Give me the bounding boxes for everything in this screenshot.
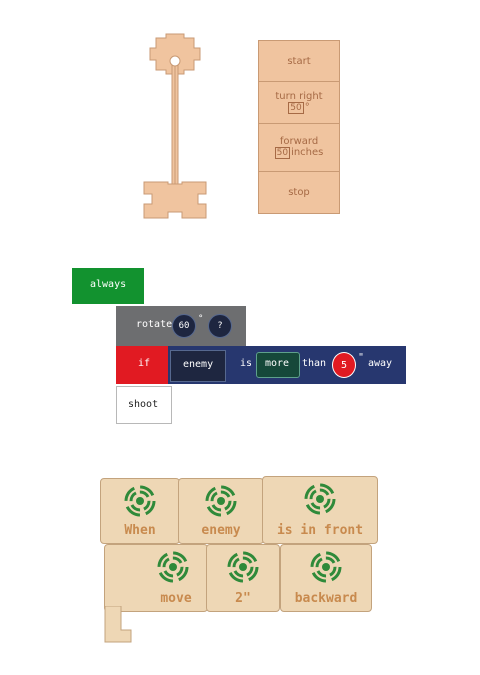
tile-label: is in front — [276, 523, 364, 538]
tile-2-inches[interactable]: 2" — [206, 544, 280, 612]
away-label: away — [368, 358, 393, 369]
comparison-dropdown[interactable]: more — [256, 352, 300, 378]
inch-unit: " — [358, 352, 365, 363]
sensor-icon — [157, 551, 189, 583]
distance-value[interactable]: 5 — [332, 352, 356, 378]
rotate-angle-value[interactable]: 60 — [172, 314, 196, 338]
than-label: than — [302, 358, 327, 369]
shoot-block[interactable]: shoot — [116, 386, 172, 424]
tile-label: move — [160, 591, 192, 606]
enemy-label: enemy — [183, 359, 214, 370]
wood-block-start: start — [259, 41, 339, 81]
sensor-icon — [310, 551, 342, 583]
tile-enemy[interactable]: enemy — [178, 478, 264, 544]
tile-label: When — [124, 523, 156, 538]
wood-block-stop: stop — [259, 171, 339, 213]
tile-hook — [104, 605, 132, 643]
enemy-sensor-block[interactable]: enemy — [170, 350, 226, 382]
wood-unit: ° — [304, 101, 310, 113]
wood-unit: inches — [291, 146, 324, 158]
shoot-label: shoot — [128, 399, 159, 410]
always-label: always — [90, 279, 127, 290]
wood-value-box: 50 — [288, 101, 304, 114]
wood-block-label: forward — [279, 135, 319, 147]
wood-block-label: stop — [288, 186, 310, 198]
tile-move[interactable]: move — [104, 544, 208, 612]
tile-is-in-front[interactable]: is in front — [262, 476, 378, 544]
wooden-connector — [130, 32, 220, 232]
comparison-label: more — [265, 358, 290, 369]
tile-label: enemy — [201, 523, 241, 538]
tile-label: 2" — [235, 591, 251, 606]
rotate-direction-value[interactable]: ? — [208, 314, 232, 338]
is-label: is — [240, 358, 253, 369]
tile-label: backward — [294, 591, 358, 606]
sensor-icon — [304, 483, 336, 515]
sensor-icon — [227, 551, 259, 583]
rotate-block[interactable]: rotate 60 ° ? — [116, 306, 246, 346]
wood-block-turn-right: turn right 50° — [259, 81, 339, 123]
tile-when[interactable]: When — [100, 478, 180, 544]
sensor-icon — [205, 485, 237, 517]
sensor-icon — [124, 485, 156, 517]
if-block[interactable]: if — [116, 346, 168, 384]
tile-backward[interactable]: backward — [280, 544, 372, 612]
always-block[interactable]: always — [72, 268, 144, 304]
wood-value-box: 50 — [274, 146, 291, 159]
if-label: if — [138, 358, 151, 369]
degree-unit: ° — [198, 314, 204, 324]
wood-block-label: turn right — [275, 90, 323, 102]
rotate-label: rotate — [136, 319, 173, 330]
wood-block-label: start — [287, 55, 311, 67]
